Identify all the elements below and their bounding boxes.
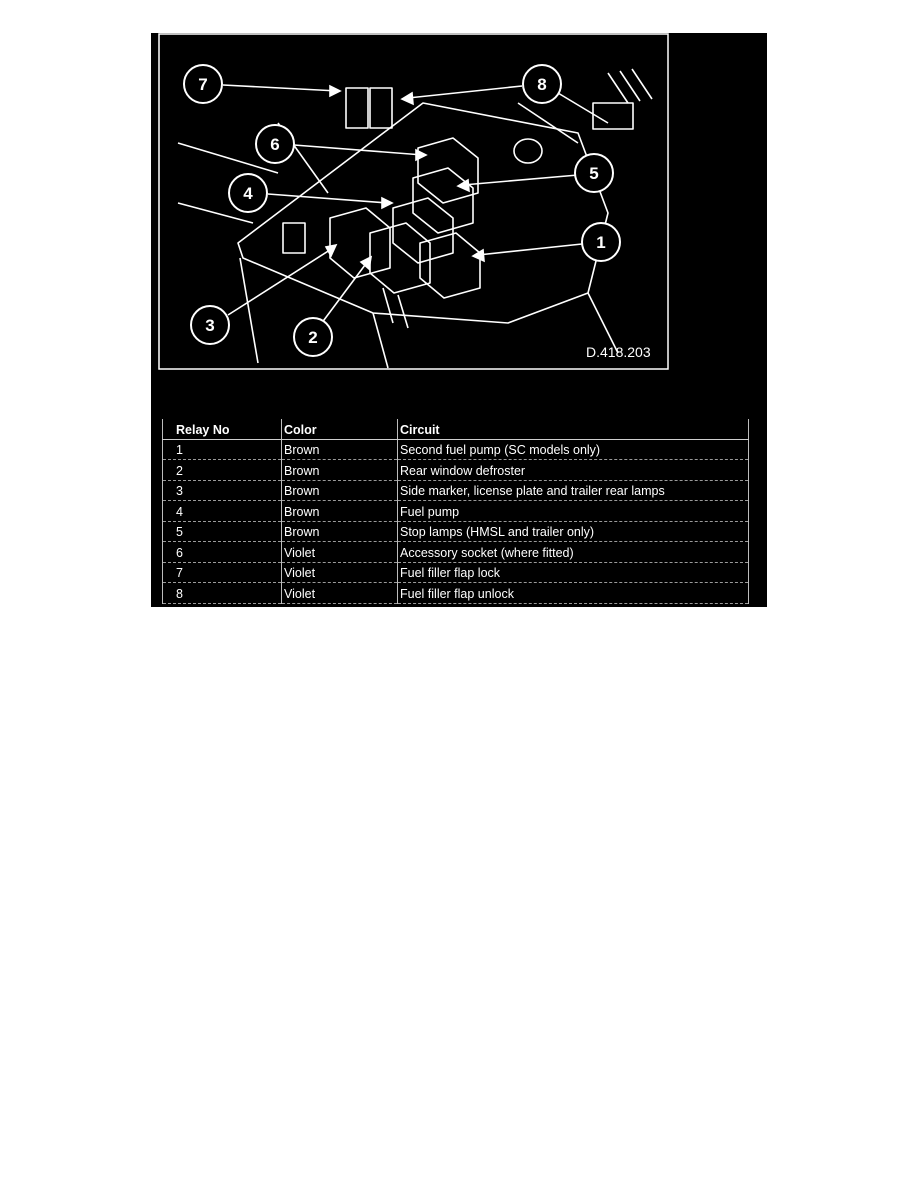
table-row: 3 Brown Side marker, license plate and t… — [162, 480, 749, 501]
relay-circuit: Rear window defroster — [397, 459, 749, 481]
relay-number: 4 — [162, 500, 282, 522]
callout-8-label: 8 — [537, 75, 546, 94]
relay-color: Brown — [281, 521, 398, 542]
callout-2-label: 2 — [308, 328, 317, 347]
arrow-2-line — [317, 260, 369, 329]
callout-5-label: 5 — [589, 164, 598, 183]
callout-4-circle — [228, 173, 268, 213]
relay-color: Brown — [281, 459, 398, 481]
callout-4-label: 4 — [243, 184, 253, 203]
cable-left-2 — [177, 202, 254, 224]
relay-circuit: Stop lamps (HMSL and trailer only) — [397, 521, 749, 542]
callout-6-circle — [255, 124, 295, 164]
connector-wires — [607, 68, 653, 104]
round-component — [513, 138, 543, 164]
arrow-2-head — [359, 255, 373, 271]
callout-1-circle — [581, 222, 621, 262]
relay-6-shape — [417, 137, 479, 204]
relay-circuit: Fuel pump — [397, 500, 749, 522]
arrow-8-head — [400, 91, 414, 106]
arrow-8-line — [407, 85, 523, 99]
relay-1-shape — [419, 232, 481, 299]
table-row: 6 Violet Accessory socket (where fitted) — [162, 541, 749, 563]
side-fuse — [282, 222, 306, 254]
front-tab — [382, 287, 409, 329]
relay-box-illustration: 7 8 6 5 4 1 3 2 D.418.203 — [158, 33, 669, 370]
callout-5-circle — [574, 153, 614, 193]
arrow-5-line — [462, 174, 579, 186]
table-row: 5 Brown Stop lamps (HMSL and trailer onl… — [162, 521, 749, 542]
callout-3-label: 3 — [205, 316, 214, 335]
relay-number: 7 — [162, 562, 282, 583]
housing-edge-front — [372, 312, 389, 369]
relay-color: Brown — [281, 500, 398, 522]
relay-circuit: Side marker, license plate and trailer r… — [397, 480, 749, 501]
relay-box-diagram: 7 8 6 5 4 1 3 2 D.418.203 — [158, 33, 762, 371]
relay-number: 8 — [162, 582, 282, 604]
table-row: 1 Brown Second fuel pump (SC models only… — [162, 439, 749, 460]
diagram-frame — [158, 33, 669, 370]
table-row: 7 Violet Fuel filler flap lock — [162, 562, 749, 583]
arrow-6-head — [415, 148, 428, 162]
relay-4-shape — [392, 197, 454, 264]
diagram-code: D.418.203 — [586, 344, 651, 360]
relay-number: 3 — [162, 480, 282, 501]
arrow-3-head — [324, 243, 338, 258]
table-row: 8 Violet Fuel filler flap unlock — [162, 582, 749, 604]
callout-1-label: 1 — [596, 233, 605, 252]
relay-color: Brown — [281, 439, 398, 460]
arrow-7-line — [222, 84, 339, 92]
header-relay-no: Relay No — [162, 419, 282, 440]
relay-table: Relay No Color Circuit 1 Brown Second fu… — [162, 419, 749, 604]
arrow-7-head — [329, 84, 342, 98]
relay-circuit: Fuel filler flap unlock — [397, 582, 749, 604]
callout-7-circle — [183, 64, 223, 104]
housing-edge-right — [587, 292, 619, 354]
table-row: 2 Brown Rear window defroster — [162, 459, 749, 481]
relay-number: 6 — [162, 541, 282, 563]
arrow-4-line — [267, 193, 389, 204]
relay-color: Violet — [281, 562, 398, 583]
relay-color: Violet — [281, 582, 398, 604]
relay-8-shape — [369, 87, 393, 129]
callout-8-circle — [522, 64, 562, 104]
table-row: 4 Brown Fuel pump — [162, 500, 749, 522]
arrow-3-line — [227, 247, 334, 316]
arrow-1-head — [471, 248, 485, 263]
relay-5-shape — [412, 167, 474, 234]
arrow-6-line — [293, 144, 424, 156]
relay-number: 2 — [162, 459, 282, 481]
housing-outline — [237, 102, 609, 324]
header-color: Color — [281, 419, 398, 440]
relay-circuit: Second fuel pump (SC models only) — [397, 439, 749, 460]
callout-7-label: 7 — [198, 75, 207, 94]
relay-number: 1 — [162, 439, 282, 460]
connector-plug — [592, 102, 634, 130]
relay-2-shape — [369, 222, 431, 294]
table-header-row: Relay No Color Circuit — [162, 419, 749, 440]
callout-3-circle — [190, 305, 230, 345]
arrow-5-head — [456, 178, 470, 193]
relay-number: 5 — [162, 521, 282, 542]
relay-color: Brown — [281, 480, 398, 501]
header-circuit: Circuit — [397, 419, 749, 440]
harness-lines — [517, 92, 609, 144]
relay-7-shape — [345, 87, 369, 129]
relay-circuit: Fuel filler flap lock — [397, 562, 749, 583]
relay-color: Violet — [281, 541, 398, 563]
arrow-1-line — [477, 243, 583, 256]
arrow-4-head — [381, 196, 394, 210]
callout-6-label: 6 — [270, 135, 279, 154]
cable-left-1 — [177, 142, 279, 174]
housing-edge-left — [239, 257, 259, 364]
relay-circuit: Accessory socket (where fitted) — [397, 541, 749, 563]
relay-3-shape — [329, 207, 391, 279]
callout-2-circle — [293, 317, 333, 357]
relay-figure: 7 8 6 5 4 1 3 2 D.418.203 Relay No Color… — [151, 33, 767, 607]
